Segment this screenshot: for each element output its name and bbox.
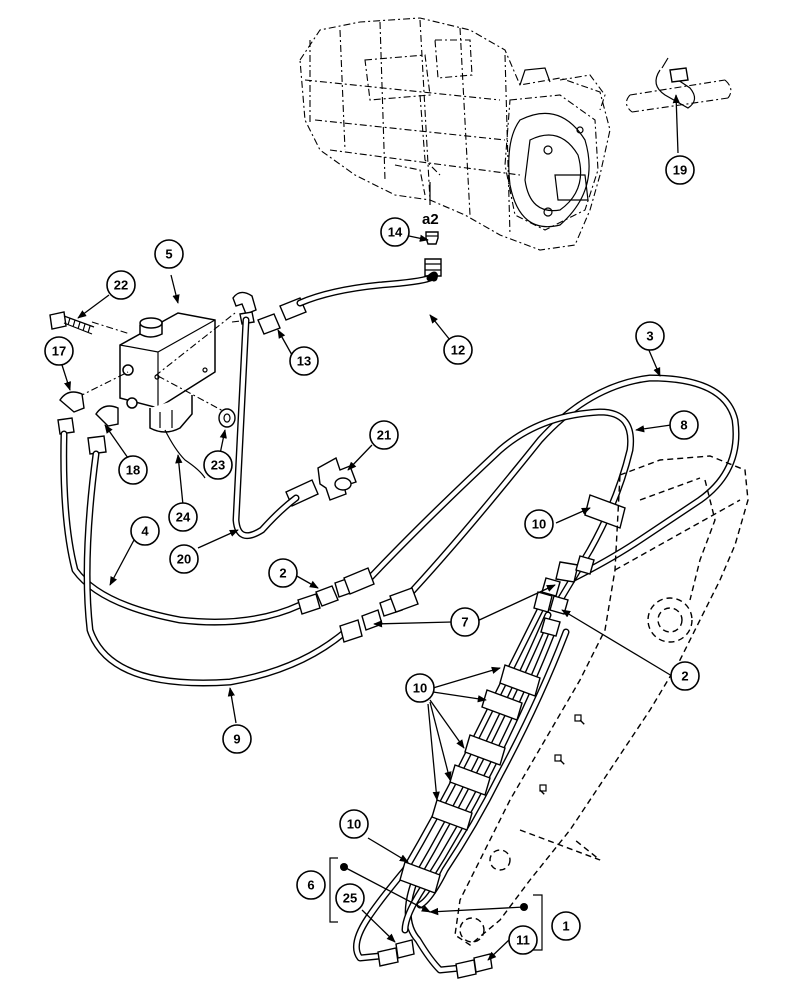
callout-11: 11 [508, 925, 538, 955]
bottom-fittings [377, 939, 493, 979]
callout-2-left: 2 [268, 558, 298, 588]
pump-port-label: a2 [422, 211, 439, 228]
svg-text:13: 13 [297, 354, 311, 369]
callout-24: 24 [168, 502, 198, 532]
callout-9: 9 [222, 724, 252, 754]
callout-10-middle: 10 [405, 673, 435, 703]
callout-14: 14 [380, 217, 410, 247]
svg-text:1: 1 [562, 919, 569, 934]
svg-text:9: 9 [233, 732, 240, 747]
callout-1: 1 [551, 911, 581, 941]
svg-text:11: 11 [516, 933, 530, 948]
svg-text:2: 2 [279, 566, 286, 581]
callout-8: 8 [669, 410, 699, 440]
boom-hose-bundle [352, 606, 570, 974]
svg-text:25: 25 [343, 891, 357, 906]
adapter-13-drawing [257, 297, 307, 335]
svg-text:19: 19 [673, 163, 687, 178]
callout-23: 23 [203, 450, 233, 480]
hose-clamp-19-drawing [625, 57, 732, 113]
callout-19: 19 [665, 155, 695, 185]
svg-text:22: 22 [114, 278, 128, 293]
callout-18: 18 [118, 455, 148, 485]
callout-3: 3 [635, 321, 665, 351]
callout-4: 4 [130, 516, 160, 546]
callout-7: 7 [450, 607, 480, 637]
washer-23-drawing [218, 408, 236, 428]
hydraulic-pump-drawing [299, 17, 611, 251]
callout-5: 5 [154, 239, 184, 269]
callout-2-right: 2 [670, 661, 700, 691]
callout-20: 20 [169, 544, 199, 574]
callout-13: 13 [289, 346, 319, 376]
svg-text:4: 4 [141, 524, 149, 539]
boom-clamps [399, 494, 626, 894]
svg-text:18: 18 [126, 463, 140, 478]
valve-block-drawing [119, 312, 216, 479]
callout-10-upper: 10 [524, 509, 554, 539]
svg-text:17: 17 [52, 344, 66, 359]
svg-text:12: 12 [451, 343, 465, 358]
leader-lines [61, 94, 680, 961]
svg-text:6: 6 [307, 878, 314, 893]
svg-text:3: 3 [646, 329, 653, 344]
callouts: 1 2 2 3 4 5 6 7 8 9 10 10 10 11 12 13 14… [44, 155, 700, 955]
svg-text:14: 14 [388, 225, 403, 240]
svg-text:10: 10 [413, 681, 427, 696]
callout-6: 6 [296, 870, 326, 900]
svg-text:2: 2 [681, 669, 688, 684]
elbow-fitting-17 [57, 391, 85, 435]
svg-text:20: 20 [177, 552, 191, 567]
elbow-fitting-18 [87, 405, 119, 455]
svg-text:7: 7 [461, 615, 468, 630]
callout-12: 12 [443, 335, 473, 365]
callout-25: 25 [335, 883, 365, 913]
bolt-22-drawing [49, 311, 95, 335]
callout-17: 17 [44, 336, 74, 366]
svg-text:5: 5 [165, 247, 172, 262]
svg-text:21: 21 [377, 428, 391, 443]
svg-text:10: 10 [532, 517, 546, 532]
callout-22: 22 [106, 270, 136, 300]
port-fitting-14 [425, 231, 439, 245]
hose-end-fitting [424, 258, 442, 277]
svg-text:8: 8 [680, 418, 687, 433]
hose-fittings-center [297, 567, 419, 643]
excavator-boom-drawing [454, 455, 749, 946]
callout-21: 21 [369, 420, 399, 450]
svg-text:10: 10 [347, 817, 361, 832]
svg-text:23: 23 [211, 458, 225, 473]
svg-text:24: 24 [176, 510, 191, 525]
callout-10-lower: 10 [339, 809, 369, 839]
